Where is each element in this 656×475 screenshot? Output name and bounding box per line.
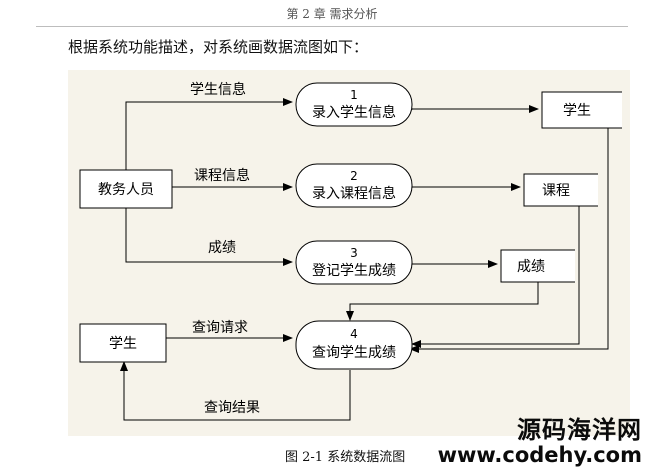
label-student-info: 学生信息 [190,81,246,98]
figure-caption: 图 2-1 系统数据流图 [285,450,406,465]
entity-staff: 教务人员 [79,169,173,209]
label-query-request: 查询请求 [192,320,248,336]
process-3: 3 登记学生成绩 [295,240,413,285]
process-4-number: 4 [350,327,358,341]
data-flow-diagram: 1 录入学生信息 2 录入课程信息 3 登记学生成绩 4 查询学生成绩 教务人员… [68,70,630,436]
process-1: 1 录入学生信息 [295,82,413,127]
watermark-line1: 源码海洋网 [517,416,642,444]
intro-paragraph: 根据系统功能描述，对系统画数据流图如下： [68,38,369,56]
page-header: 第 2 章 需求分析 [36,0,628,27]
process-3-number: 3 [350,246,358,260]
process-2-number: 2 [350,169,358,183]
process-1-number: 1 [350,88,358,102]
label-query-result: 查询结果 [204,400,260,416]
chapter-header-text: 第 2 章 需求分析 [286,7,378,21]
flow-grades [125,208,293,266]
store-grades: 成绩 [500,249,575,283]
process-2: 2 录入课程信息 [295,163,413,208]
label-course-info: 课程信息 [194,167,250,184]
flow-store-students-to-process4 [409,128,609,353]
entity-student-label: 学生 [109,336,137,352]
store-grades-label: 成绩 [517,259,545,275]
flow-student-info [125,98,293,170]
flow-query-result [120,361,351,421]
diagram-svg: 1 录入学生信息 2 录入课程信息 3 登记学生成绩 4 查询学生成绩 教务人员… [79,81,622,421]
flow-store-grades-to-process4 [346,282,539,321]
process-1-label: 录入学生信息 [312,104,396,121]
store-students: 学生 [541,91,622,129]
entity-student: 学生 [79,323,167,363]
process-4: 4 查询学生成绩 [295,320,413,370]
watermark-line2: www.codehy.com [437,443,642,467]
label-grades: 成绩 [208,240,236,256]
flow-store-courses-to-process4 [411,206,580,348]
store-courses-label: 课程 [542,183,570,199]
watermark: 源码海洋网 www.codehy.com [438,418,642,466]
process-4-label: 查询学生成绩 [312,345,396,361]
store-courses: 课程 [523,173,598,207]
process-3-label: 登记学生成绩 [312,263,396,279]
entity-staff-label: 教务人员 [98,182,154,198]
store-students-label: 学生 [563,103,591,119]
process-2-label: 录入课程信息 [312,185,396,202]
